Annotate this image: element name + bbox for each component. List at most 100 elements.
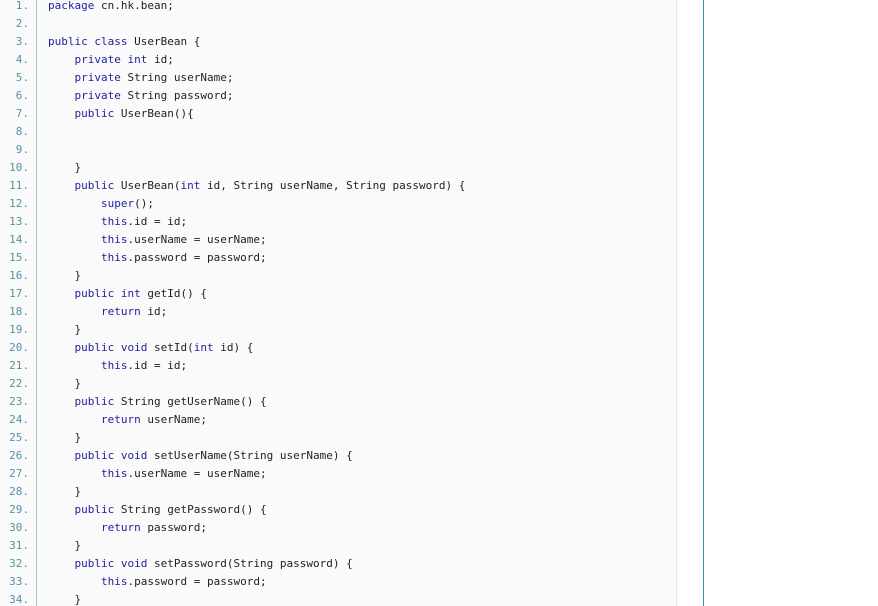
keyword: return [100,305,141,318]
code-line: 29. public String getPassword() { [0,501,676,519]
code-text: this.id = id; [100,215,188,228]
keyword: int [193,341,214,354]
code-line: 11. public UserBean(int id, String userN… [0,177,676,195]
keyword: int [127,53,148,66]
keyword: public [74,179,115,192]
code-line: 24. return userName; [0,411,676,429]
code-line: 7. public UserBean(){ [0,105,676,123]
code-line: 4. private int id; [0,51,676,69]
code-text: } [48,593,82,606]
code-text: } [48,485,82,498]
keyword: private [74,89,121,102]
code-text: public String getPassword() { [74,503,267,516]
keyword: public [48,35,88,48]
code-line: 17. public int getId() { [0,285,676,303]
line-number: 29. [9,503,29,516]
code-text: public UserBean(){ [74,107,194,120]
keyword: public [74,395,115,408]
code-text: this.userName = userName; [100,233,267,246]
code-line: 19. } [0,321,676,339]
code-line: 10. } [0,159,676,177]
code-line: 22. } [0,375,676,393]
code-text: package cn.hk.bean; [48,0,174,12]
keyword: public [74,287,115,300]
line-number: 21. [9,359,29,372]
spacer [677,0,703,606]
line-number: 15. [9,251,29,264]
keyword: void [120,557,148,570]
code-line: 25. } [0,429,676,447]
code-line: 20. public void setId(int id) { [0,339,676,357]
code-line: 21. this.id = id; [0,357,676,375]
code-text: private String password; [74,89,234,102]
line-number: 24. [9,413,29,426]
code-text: public void setId(int id) { [74,341,254,354]
code-line: 13. this.id = id; [0,213,676,231]
code-text: } [48,539,82,552]
keyword: return [100,413,141,426]
keyword: public [74,341,115,354]
code-text: this.password = password; [100,575,267,588]
line-number: 30. [9,521,29,534]
code-text: this.password = password; [100,251,267,264]
code-line: 8. [0,123,676,141]
line-number-gutter-divider [36,0,37,606]
line-number: 31. [9,539,29,552]
code-line: 30. return password; [0,519,676,537]
line-number: 17. [9,287,29,300]
code-line: 12. super(); [0,195,676,213]
keyword: return [100,521,141,534]
line-number: 2. [15,17,29,30]
code-block[interactable]: 1.package cn.hk.bean;2.3.public class Us… [0,0,677,606]
line-number: 32. [9,557,29,570]
line-number: 13. [9,215,29,228]
code-text: return userName; [100,413,207,426]
keyword: public [74,449,115,462]
code-text: } [48,323,82,336]
line-number: 18. [9,305,29,318]
line-number: 14. [9,233,29,246]
code-line: 1.package cn.hk.bean; [0,0,676,15]
keyword: this [100,233,128,246]
code-text: } [48,269,82,282]
keyword: this [100,467,128,480]
keyword: this [100,359,128,372]
line-number: 5. [15,71,29,84]
line-number: 28. [9,485,29,498]
keyword: int [180,179,201,192]
code-text: public int getId() { [74,287,208,300]
code-text: return password; [100,521,207,534]
line-number: 19. [9,323,29,336]
code-line: 9. [0,141,676,159]
code-line: 34. } [0,591,676,606]
keyword: this [100,575,128,588]
keyword: class [94,35,128,48]
code-line: 31. } [0,537,676,555]
code-line: 2. [0,15,676,33]
code-text: return id; [100,305,168,318]
line-number: 10. [9,161,29,174]
code-text: } [48,161,82,174]
line-number: 16. [9,269,29,282]
keyword: private [74,53,121,66]
code-line: 6. private String password; [0,87,676,105]
line-number: 9. [15,143,29,156]
line-number: 23. [9,395,29,408]
code-line: 14. this.userName = userName; [0,231,676,249]
code-line: 15. this.password = password; [0,249,676,267]
keyword: private [74,71,121,84]
line-number: 3. [15,35,29,48]
keyword: super [100,197,135,210]
line-number: 33. [9,575,29,588]
keyword: package [48,0,95,12]
line-number: 20. [9,341,29,354]
code-line: 23. public String getUserName() { [0,393,676,411]
keyword: int [120,287,141,300]
keyword: this [100,251,128,264]
keyword: this [100,215,128,228]
code-line: 18. return id; [0,303,676,321]
line-number: 27. [9,467,29,480]
line-number: 12. [9,197,29,210]
code-line: 32. public void setPassword(String passw… [0,555,676,573]
code-text: public void setPassword(String password)… [74,557,353,570]
